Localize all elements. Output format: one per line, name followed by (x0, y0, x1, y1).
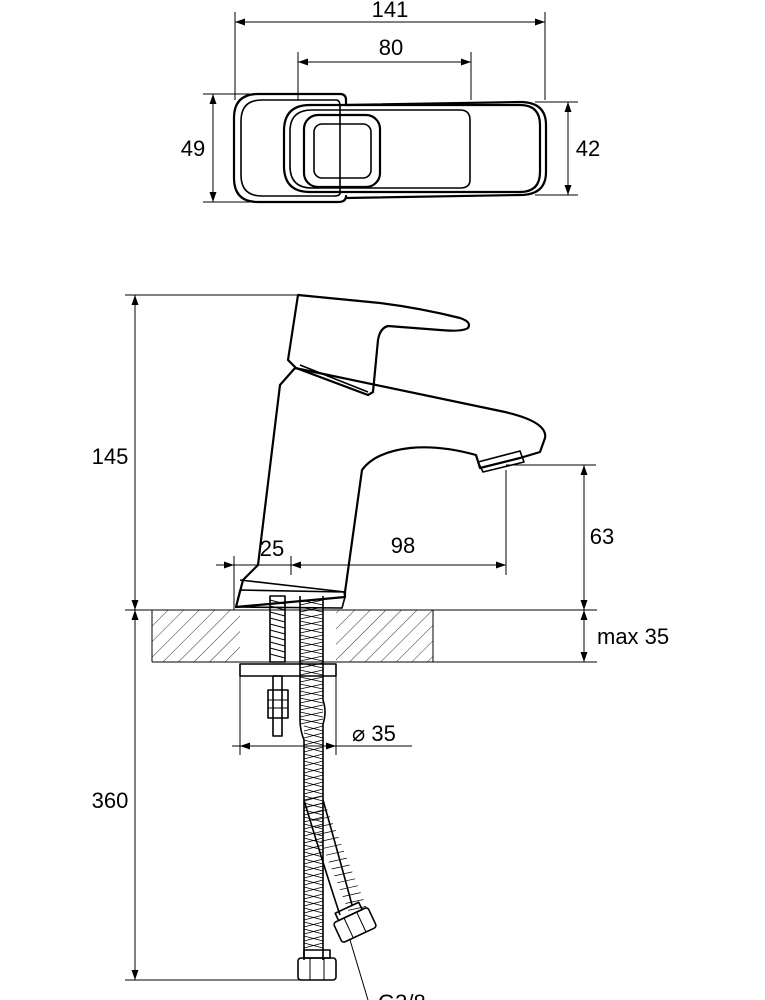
faucet-lever (286, 293, 471, 397)
braided-hose (299, 596, 367, 960)
dim-141-label: 141 (372, 0, 409, 22)
spout-aerator (477, 450, 525, 473)
side-view: 145 360 63 max 35 25 98 (92, 293, 669, 1000)
dim-max35-label: max 35 (597, 624, 669, 649)
top-lever-outline (282, 103, 542, 194)
hose-nut-left (297, 949, 337, 981)
dim-360-label: 360 (92, 788, 129, 813)
top-body-outline (232, 92, 548, 204)
top-lever-inner (289, 109, 471, 189)
dim-98-label: 98 (391, 533, 415, 558)
thread-label: G3/8 (378, 990, 426, 1000)
thread-leader (349, 939, 369, 1000)
dim-63-label: 63 (590, 524, 614, 549)
hose-nut-right (333, 901, 377, 943)
dim-25-label: 25 (260, 536, 284, 561)
dim-145-label: 145 (92, 444, 129, 469)
mounting-washer (239, 663, 337, 677)
top-cap-outer (302, 113, 382, 189)
faucet-base (235, 589, 346, 609)
top-view: 141 80 49 42 (181, 0, 600, 204)
faucet-body (234, 366, 547, 609)
dim-49-label: 49 (181, 136, 205, 161)
dim-80-label: 80 (379, 35, 403, 60)
top-body-inner (240, 99, 341, 197)
top-cap-inner (313, 123, 372, 179)
dim-42-label: 42 (576, 136, 600, 161)
dim-dia35-label: ⌀ 35 (352, 721, 396, 746)
